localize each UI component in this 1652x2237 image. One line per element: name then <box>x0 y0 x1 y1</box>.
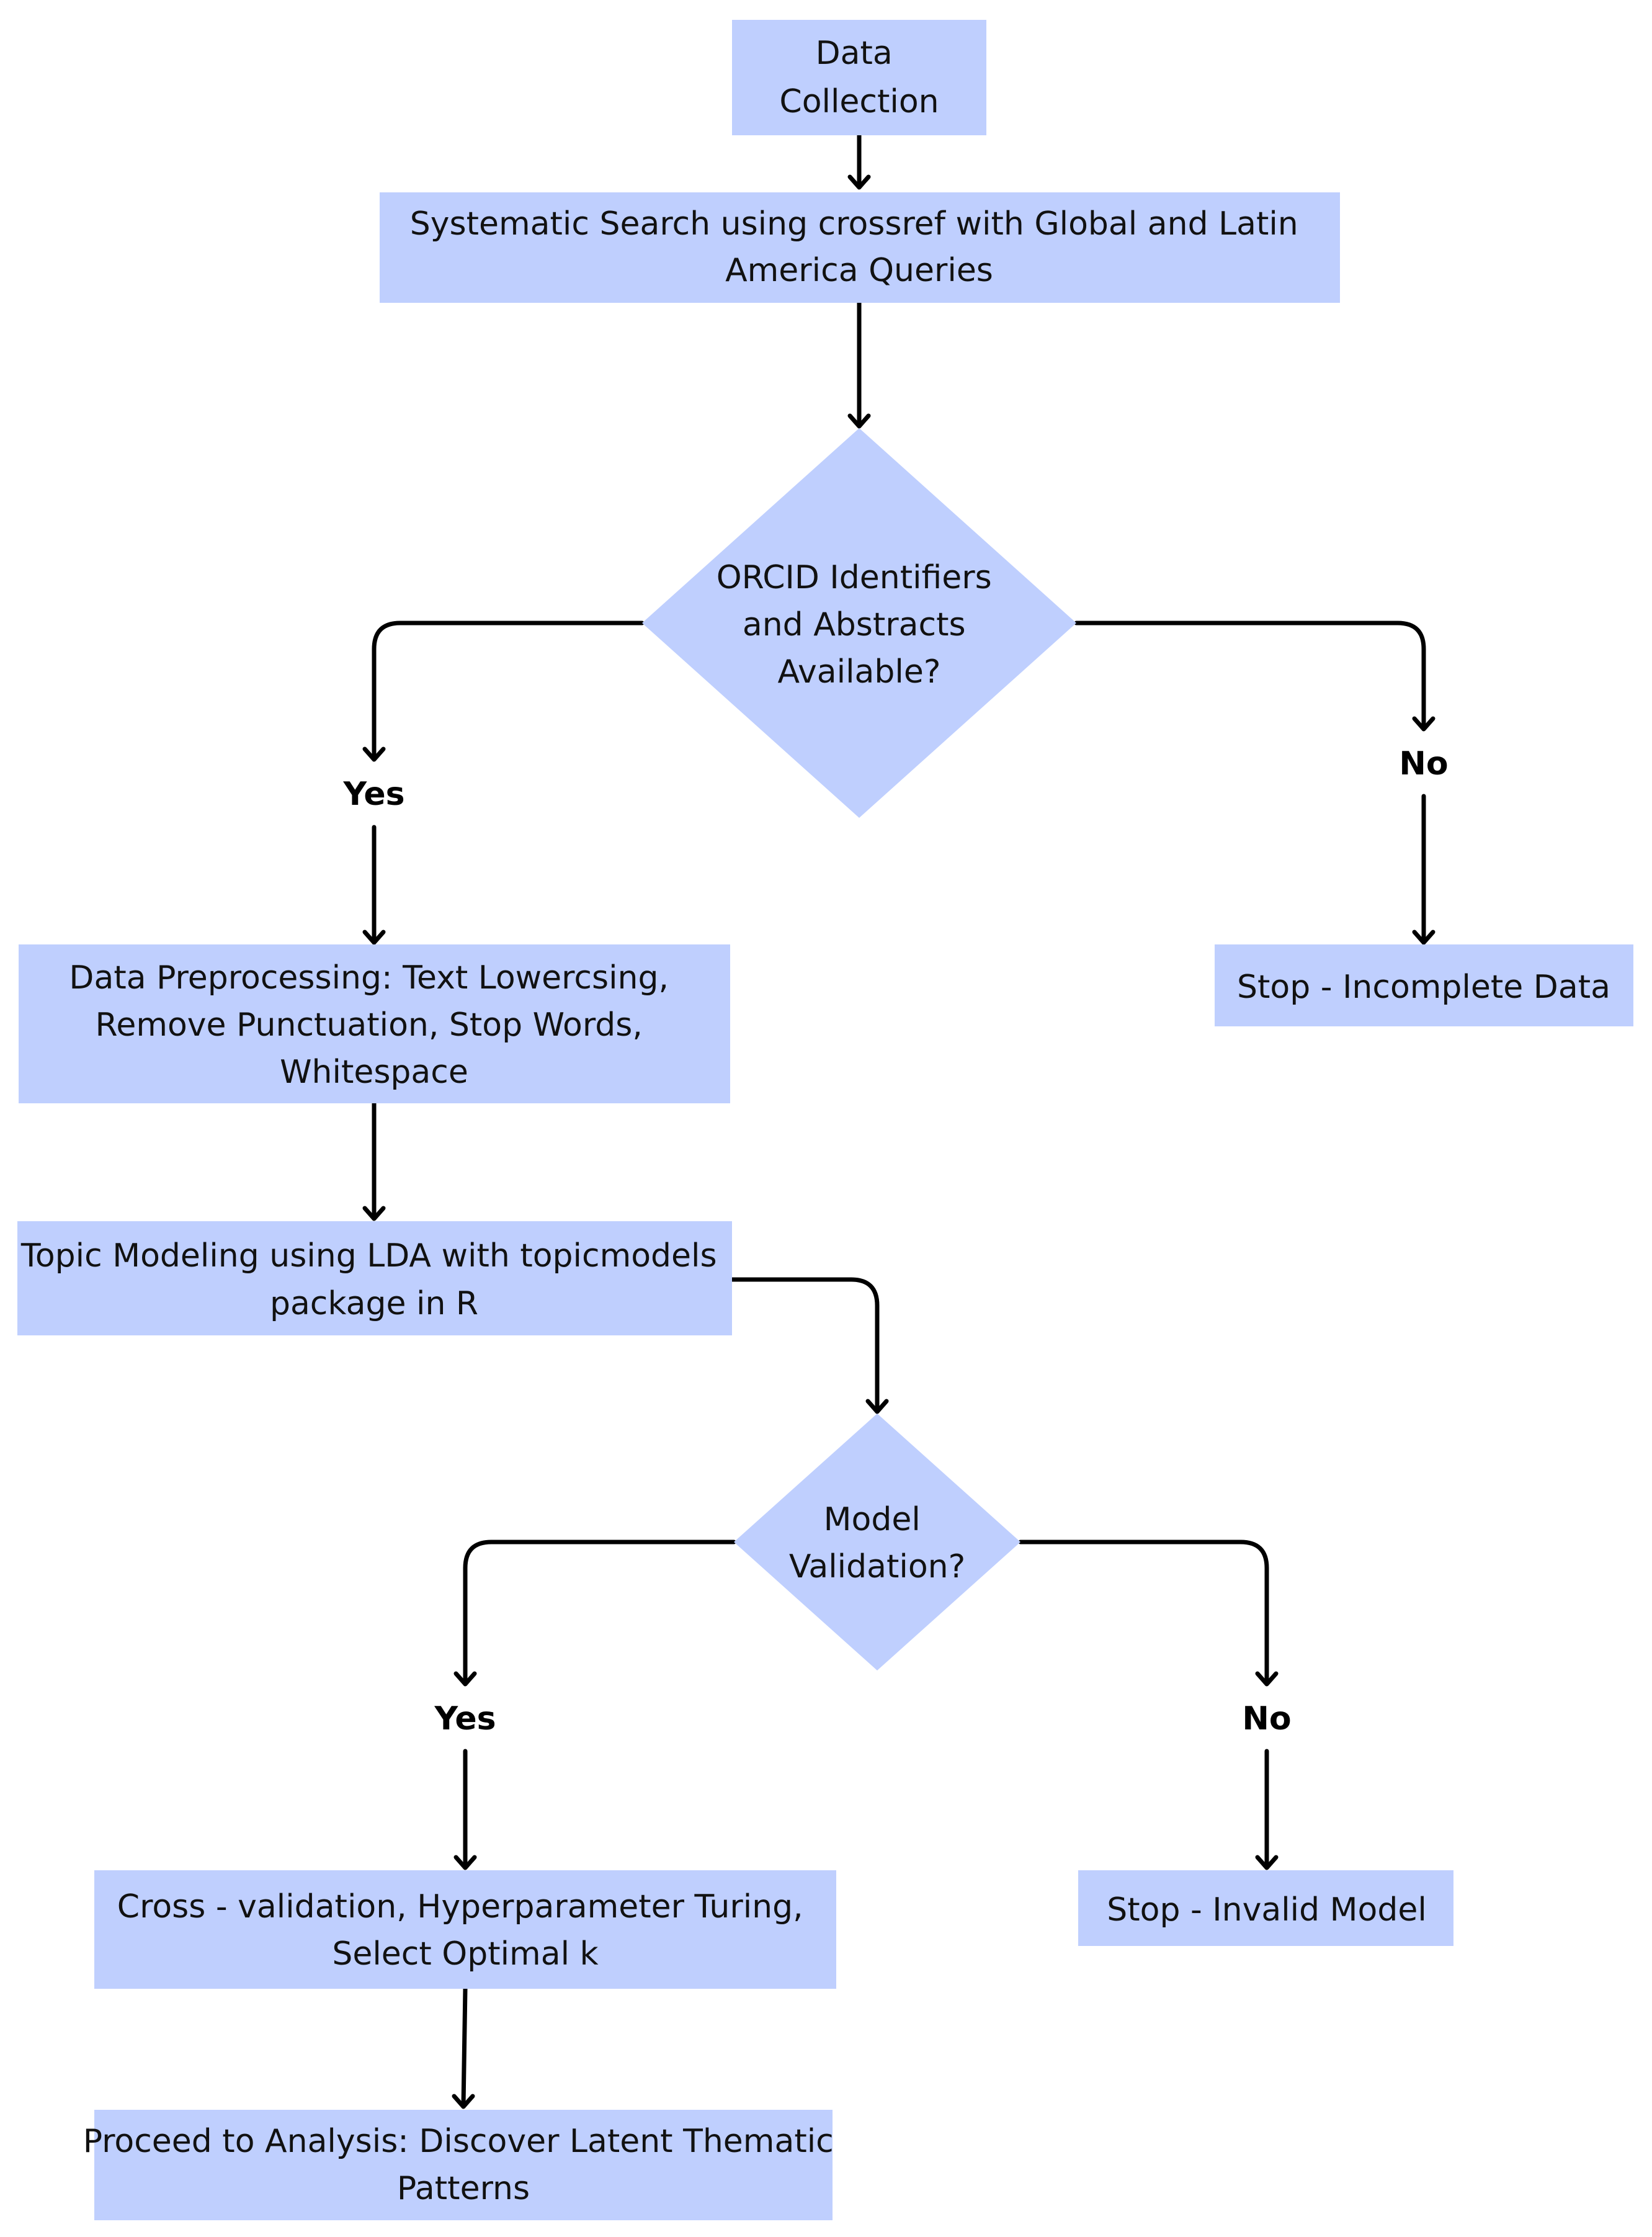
arrowhead <box>362 746 386 762</box>
svg-text:Proceed to Analysis: Discover: Proceed to Analysis: Discover Latent The… <box>83 2123 844 2207</box>
connector-validation-to-no <box>1018 1540 1269 1685</box>
arrowhead <box>847 174 871 190</box>
arrowhead <box>453 1671 477 1687</box>
arrowhead <box>1412 930 1435 945</box>
arrowhead <box>847 413 871 429</box>
svg-text:Systematic Search using crossr: Systematic Search using crossref with Gl… <box>410 205 1309 289</box>
connector-orcid-to-no <box>1074 621 1426 730</box>
connector-crossval-to-proceed <box>461 1986 468 2108</box>
node-text-line: Systematic Search using crossref with Gl… <box>410 205 1298 243</box>
node-text-line: Model <box>824 1501 921 1538</box>
branch-label-no: No <box>1242 1700 1291 1737</box>
node-text-line: package in R <box>270 1285 478 1322</box>
node-text-line: Data <box>816 35 893 72</box>
branch-label-no: No <box>1399 745 1448 782</box>
node-text-line: and Abstracts <box>743 606 966 643</box>
node-text-line: America Queries <box>725 252 993 289</box>
node-text-line: Collection <box>779 83 939 120</box>
node-text-line: Available? <box>778 653 941 691</box>
arrowhead <box>362 1206 386 1221</box>
arrowhead <box>1255 1855 1279 1870</box>
arrowhead <box>865 1399 889 1414</box>
node-text-line: Data Preprocessing: Text Lowercsing, <box>69 959 669 997</box>
svg-text:Model Validation?: Model Validation? <box>789 1501 965 1585</box>
svg-text:Stop - Incomplete Data: Stop - Incomplete Data <box>1237 969 1610 1006</box>
decision-model-validation: Model Validation? <box>734 1414 1020 1670</box>
arrowhead <box>1255 1671 1279 1687</box>
node-text-line: Cross - validation, Hyperparameter Turin… <box>117 1888 803 1925</box>
branch-label-yes: Yes <box>434 1700 496 1737</box>
node-topic-modeling: Topic Modeling using LDA with topicmodel… <box>17 1221 732 1335</box>
svg-text:Data Collection: Data Collection <box>779 35 939 120</box>
node-text-line: Remove Punctuation, Stop Words, <box>96 1006 643 1044</box>
connector-orcid-to-yes <box>372 621 645 761</box>
node-stop-invalid-model: Stop - Invalid Model <box>1078 1870 1453 1946</box>
node-data-preprocessing: Data Preprocessing: Text Lowercsing, Rem… <box>19 944 730 1103</box>
svg-text:Topic Modeling using LDA with: Topic Modeling using LDA with topicmodel… <box>20 1237 727 1322</box>
node-systematic-search: Systematic Search using crossref with Gl… <box>380 192 1340 303</box>
node-text-line: Proceed to Analysis: Discover Latent The… <box>83 2123 834 2160</box>
connectors <box>362 133 1435 2109</box>
svg-text:Data Preprocessing: Text Lower: Data Preprocessing: Text Lowercsing, Rem… <box>69 959 679 1091</box>
svg-text:ORCID Identifiers and Ab: ORCID Identifiers and Abstracts Availabl… <box>717 559 1002 691</box>
arrowhead <box>362 930 386 945</box>
node-text-line: Stop - Incomplete Data <box>1237 969 1610 1006</box>
node-text-line: Validation? <box>789 1548 965 1585</box>
node-text-line: Select Optimal k <box>332 1935 598 1973</box>
arrowhead <box>453 1855 477 1870</box>
node-data-collection: Data Collection <box>732 20 986 135</box>
connector-validation-to-yes <box>463 1540 736 1685</box>
node-text-line: Stop - Invalid Model <box>1107 1891 1427 1929</box>
node-text-line: Patterns <box>397 2170 530 2207</box>
node-cross-validation: Cross - validation, Hyperparameter Turin… <box>94 1870 836 1989</box>
node-stop-incomplete-data: Stop - Incomplete Data <box>1215 944 1633 1026</box>
arrowhead <box>1412 716 1435 732</box>
node-text-line: ORCID Identifiers <box>717 559 992 596</box>
branch-label-yes: Yes <box>342 776 404 813</box>
connector-topic-to-validation <box>730 1277 880 1413</box>
node-text-line: Topic Modeling using LDA with topicmodel… <box>20 1237 717 1275</box>
svg-text:Cross - validation, Hyperparam: Cross - validation, Hyperparameter Turin… <box>117 1888 813 1973</box>
decision-orcid-available: ORCID Identifiers and Abstracts Availabl… <box>642 428 1076 818</box>
node-proceed-to-analysis: Proceed to Analysis: Discover Latent The… <box>83 2110 844 2220</box>
arrowhead <box>452 2094 475 2109</box>
svg-text:Stop - Invalid Model: Stop - Invalid Model <box>1107 1891 1427 1929</box>
node-text-line: Whitespace <box>280 1054 468 1091</box>
